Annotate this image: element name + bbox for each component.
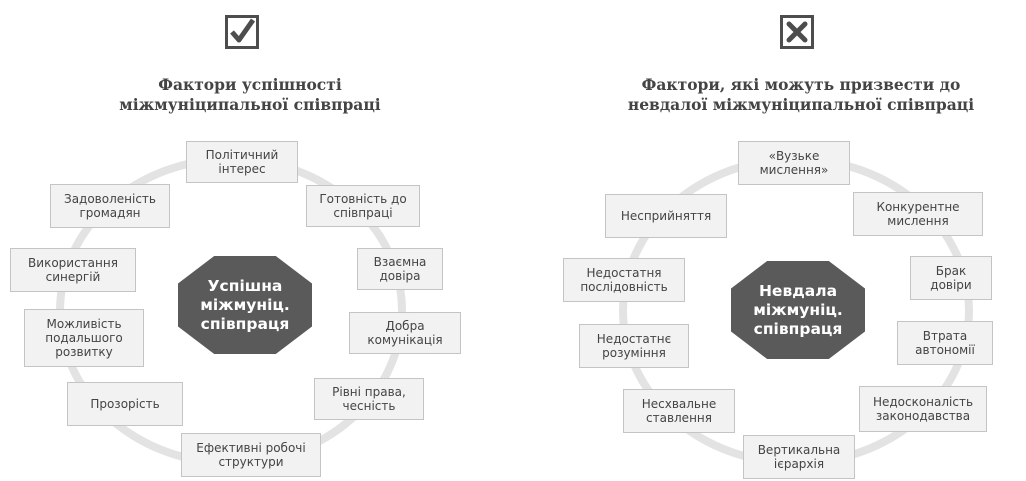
failure-factor-node: Конкурентне мислення (853, 192, 983, 236)
failure-factor-node: Недостатнє розуміння (579, 324, 689, 368)
failure-factor-node: Брак довіри (910, 256, 992, 300)
success-factor-node: Політичний інтерес (186, 141, 298, 183)
failure-factor-node: Втрата автономії (897, 321, 993, 365)
success-title-line2: міжмуніципальної співпраці (119, 95, 381, 114)
success-factor-node: Прозорість (67, 382, 183, 426)
success-factor-node: Готовність до співпраці (306, 185, 420, 227)
success-factor-node: Ефективні робочі структури (181, 433, 321, 477)
failure-panel: Фактори, які можуть призвести до невдало… (513, 0, 1026, 481)
failure-center-node: Невдала міжмуніц. співпраця (731, 261, 865, 359)
failure-factor-node: Несприйняття (605, 194, 727, 238)
failure-title-line2: невдалої міжмуніципальної співпраці (627, 95, 975, 114)
failure-factor-node: Несхвальне ставлення (623, 389, 735, 433)
success-panel: Фактори успішності міжмуніципальної спів… (10, 15, 461, 477)
failure-factor-node: Недостатня послідовність (563, 258, 685, 302)
success-factor-node: Задоволеність громадян (50, 184, 170, 228)
failure-title-line1: Фактори, які можуть призвести до (641, 75, 961, 94)
success-factor-node: Добра комунікація (349, 312, 461, 354)
failure-factor-node: «Вузьке мислення» (738, 141, 850, 185)
success-title-line1: Фактори успішності (158, 75, 342, 94)
failure-factor-node: Вертикальна ієрархія (743, 435, 855, 479)
success-factor-node: Використання синергій (10, 248, 136, 292)
failure-title: Фактори, які можуть призвести до невдало… (591, 75, 1011, 115)
success-factor-node: Рівні права, чесність (314, 378, 424, 420)
success-title: Фактори успішності міжмуніципальної спів… (40, 75, 460, 115)
failure-factor-node: Недосконалість законодавства (859, 386, 987, 432)
checkbox-check-icon (225, 15, 259, 49)
success-factor-node: Можливість подальшого розвитку (24, 309, 144, 367)
success-factor-node: Взаємна довіра (357, 248, 443, 290)
success-center-node: Успішна міжмуніц. співпраця (178, 256, 312, 354)
checkbox-x-icon (780, 15, 814, 49)
